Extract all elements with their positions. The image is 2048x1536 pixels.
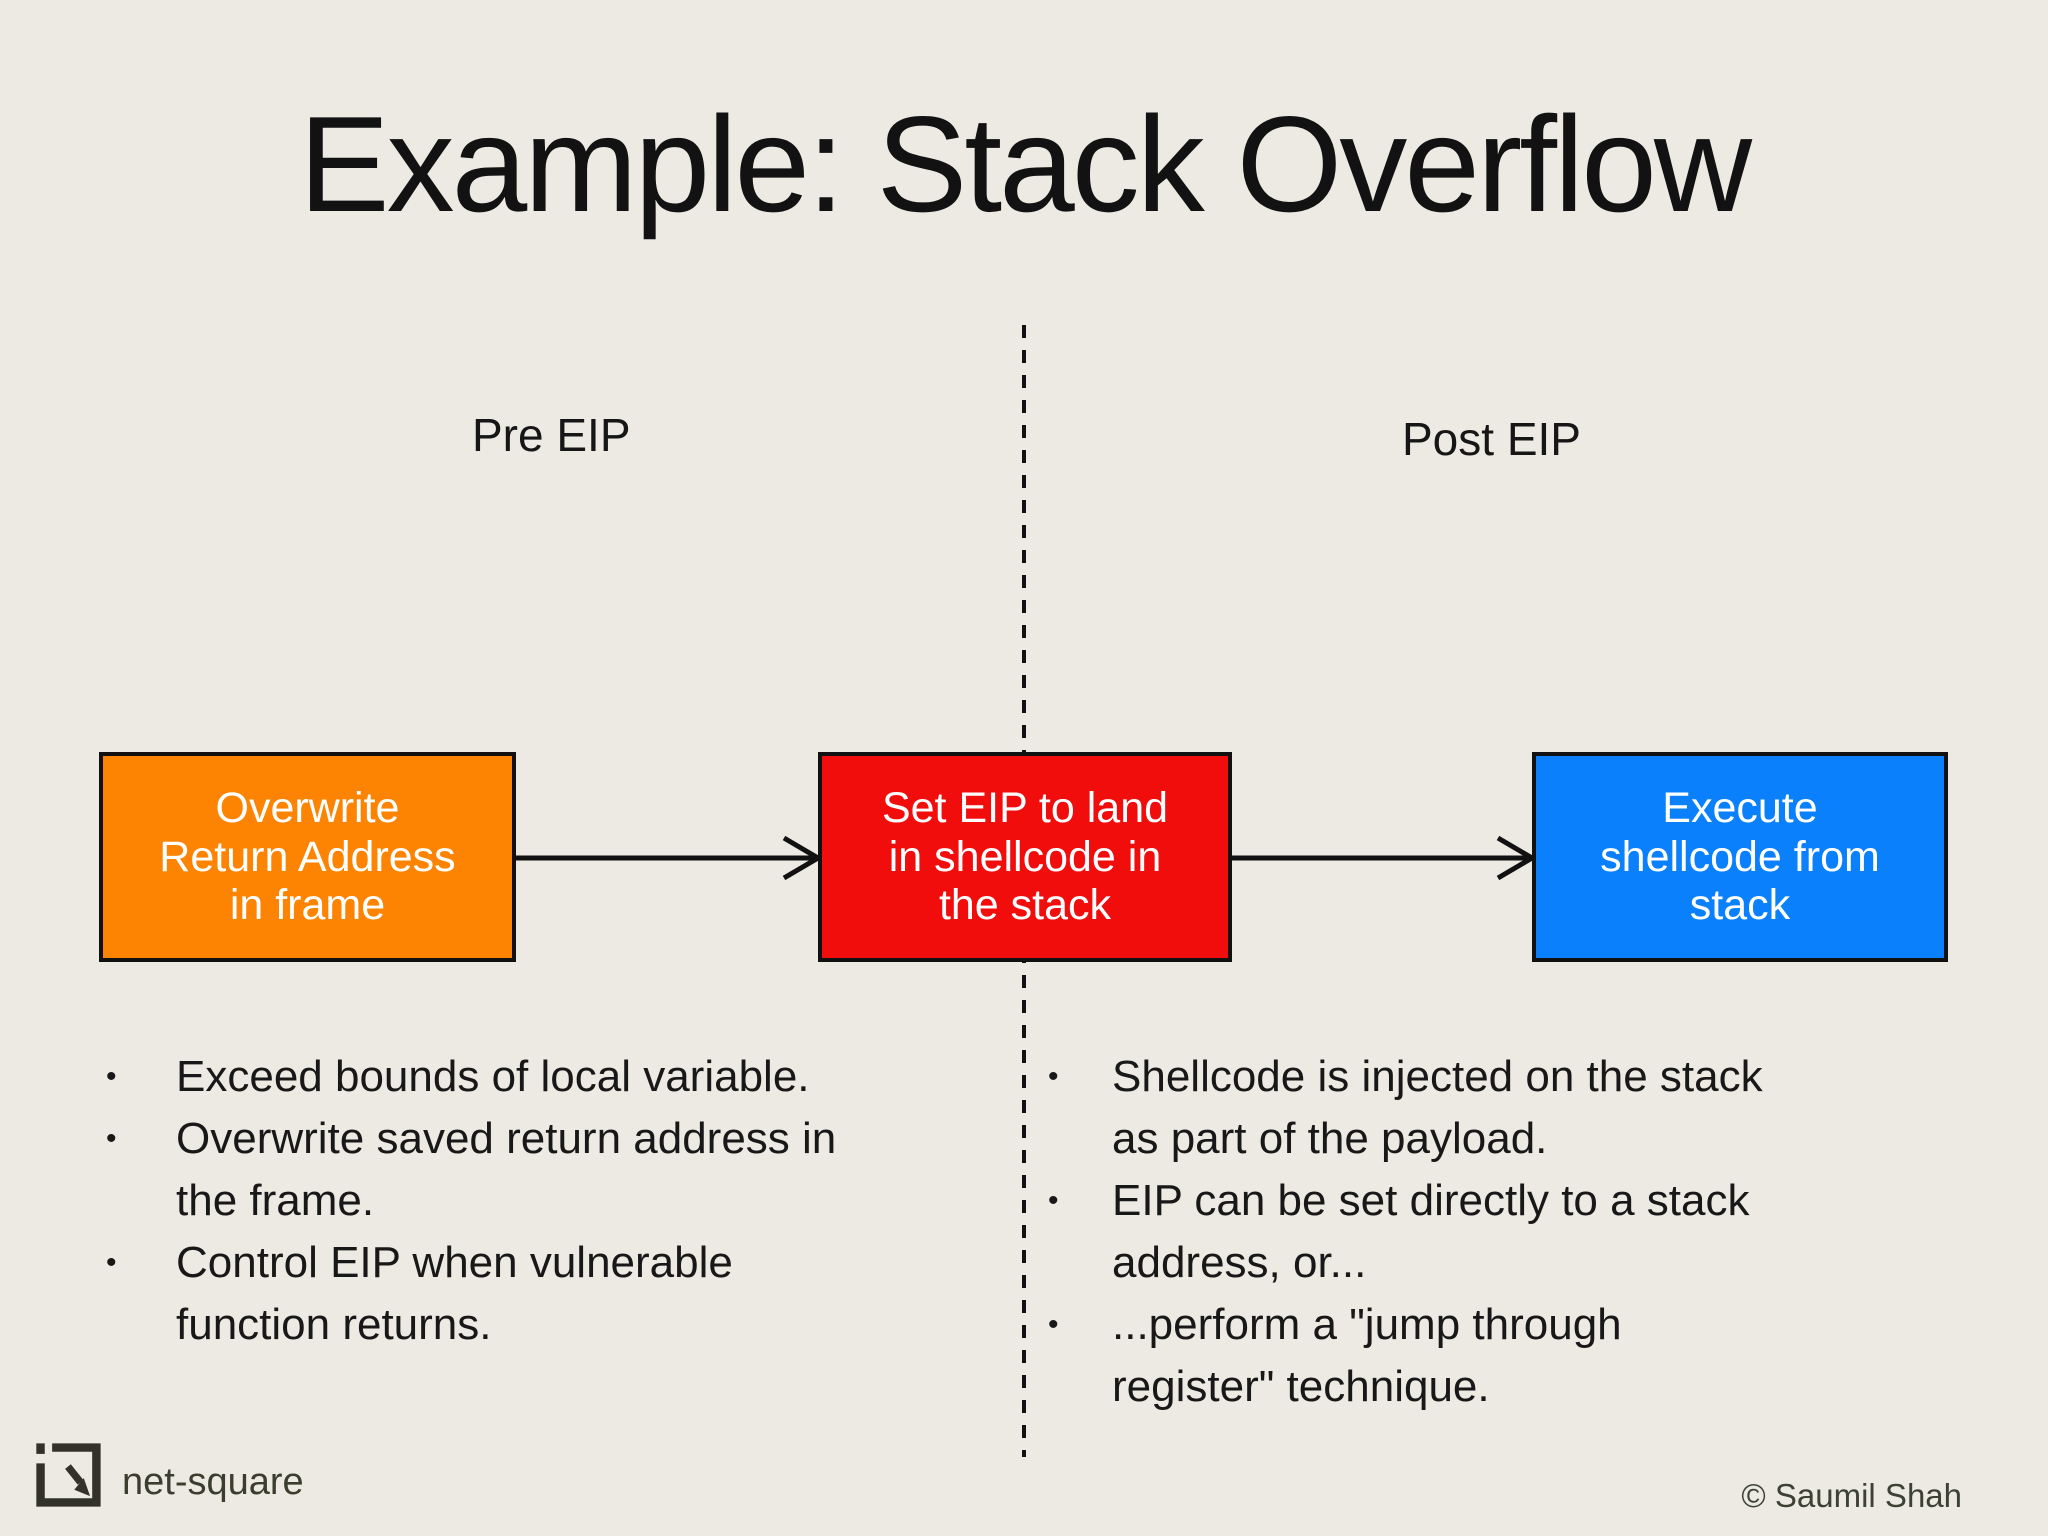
list-item: • Shellcode is injected on the stack as … [1040, 1046, 2000, 1170]
flow-box-label: Execute shellcode from stack [1600, 784, 1880, 930]
bullet-dot-icon: • [1048, 1308, 1059, 1341]
bullet-dot-icon: • [106, 1060, 117, 1093]
list-item: • Exceed bounds of local variable. [100, 1046, 1020, 1108]
flow-box-label: Overwrite Return Address in frame [159, 784, 456, 930]
bullet-text: ...perform a "jump through register" tec… [1112, 1300, 1622, 1411]
bullet-text: Exceed bounds of local variable. [176, 1052, 810, 1101]
net-square-logo-icon [36, 1443, 101, 1507]
list-item: • EIP can be set directly to a stack add… [1040, 1170, 2000, 1294]
bullet-text: Shellcode is injected on the stack as pa… [1112, 1052, 1763, 1163]
footer-brand: net-square [30, 1438, 304, 1512]
flow-box-execute-shellcode: Execute shellcode from stack [1532, 752, 1948, 962]
copyright-text: © Saumil Shah [1741, 1477, 1962, 1514]
slide-title: Example: Stack Overflow [298, 88, 1752, 240]
list-item: • Overwrite saved return address in the … [100, 1108, 1020, 1232]
post-eip-label: Post EIP [1402, 413, 1581, 465]
bullet-dot-icon: • [1048, 1184, 1059, 1217]
bullet-dot-icon: • [106, 1246, 117, 1279]
bullet-text: Control EIP when vulnerable function ret… [176, 1238, 733, 1349]
list-item: • ...perform a "jump through register" t… [1040, 1294, 2000, 1418]
list-item: • Control EIP when vulnerable function r… [100, 1232, 1020, 1356]
bullet-dot-icon: • [106, 1122, 117, 1155]
flow-arrow-icon [516, 835, 823, 881]
post-eip-bullet-list: • Shellcode is injected on the stack as … [1040, 1046, 2000, 1418]
bullet-text: EIP can be set directly to a stack addre… [1112, 1176, 1750, 1287]
bullet-dot-icon: • [1048, 1060, 1059, 1093]
pre-eip-bullet-list: • Exceed bounds of local variable. • Ove… [100, 1046, 1020, 1356]
bullet-text: Overwrite saved return address in the fr… [176, 1114, 837, 1225]
flow-box-set-eip: Set EIP to land in shellcode in the stac… [818, 752, 1232, 962]
flow-arrow-icon [1232, 835, 1537, 881]
brand-name: net-square [122, 1460, 304, 1503]
pre-eip-label: Pre EIP [472, 409, 631, 461]
flow-box-label: Set EIP to land in shellcode in the stac… [881, 784, 1169, 930]
flow-box-overwrite-return-address: Overwrite Return Address in frame [99, 752, 516, 962]
